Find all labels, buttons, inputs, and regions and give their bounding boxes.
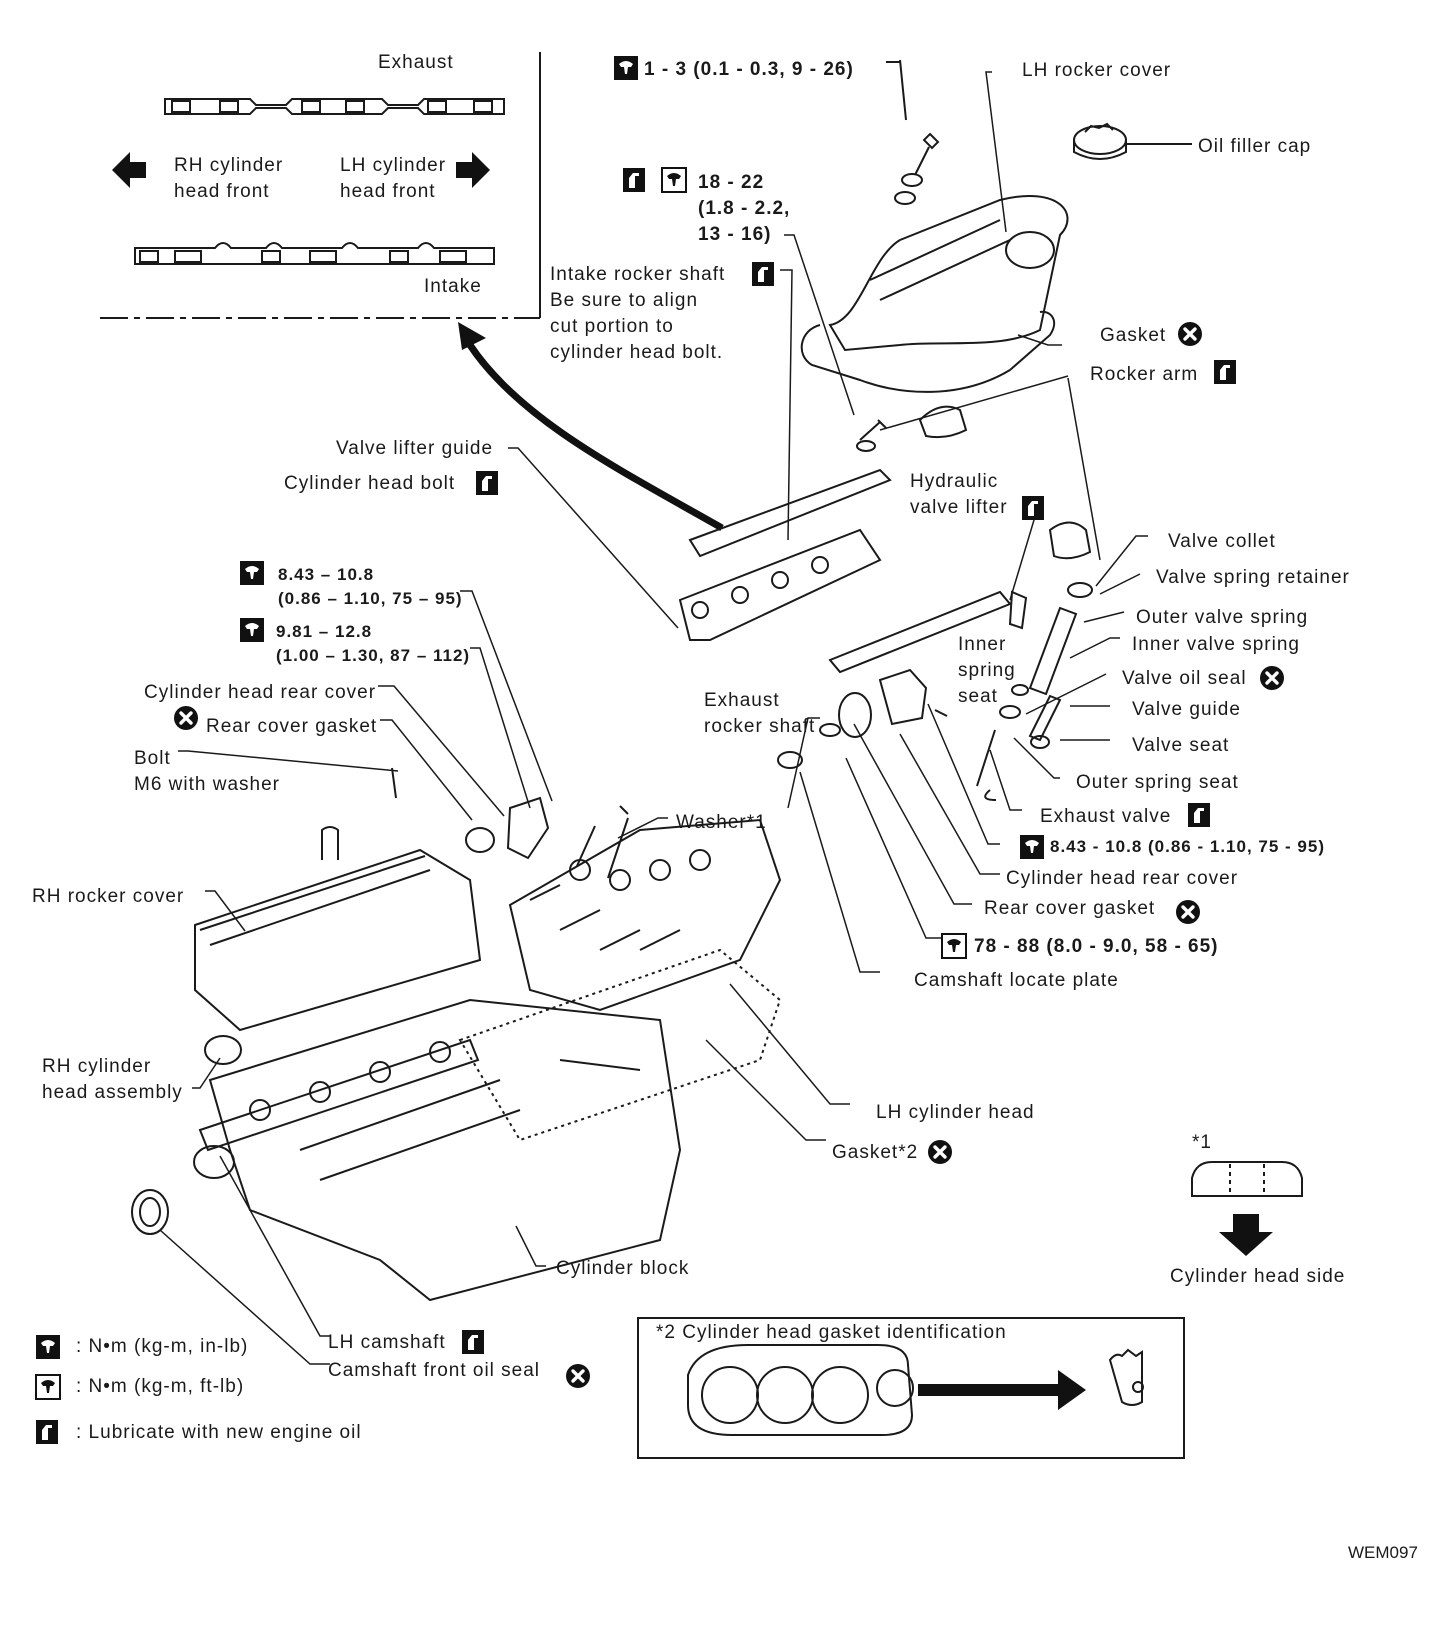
star1-label: *1 [1192,1132,1212,1153]
inner-spring-seat-label-1: Inner [958,634,1007,655]
oil-filler-cap-label: Oil filler cap [1198,136,1312,157]
rh-rear-cover-gasket-label: Rear cover gasket [206,716,378,737]
rh-rocker-cover-label: RH rocker cover [32,886,185,907]
inner-valve-spring-label: Inner valve spring [1132,634,1300,655]
valve-spring-retainer-label: Valve spring retainer [1156,567,1350,588]
lh-camshaft-label: LH camshaft [328,1332,446,1353]
lh-front-label-1: LH cylinder [340,155,447,176]
torque-rocker-shaft-3: 13 - 16) [698,224,772,245]
lh-rear-cover-label: Cylinder head rear cover [1006,868,1239,889]
hydraulic-lifter-label-2: valve lifter [910,497,1008,518]
rh-front-label-1: RH cylinder [174,155,284,176]
torque-rocker-shaft-1: 18 - 22 [698,172,765,193]
valve-seat-label: Valve seat [1132,735,1230,756]
align-note-3: cylinder head bolt. [550,342,724,363]
lh-rear-cover-gasket-label: Rear cover gasket [984,898,1156,919]
lh-front-label-2: head front [340,181,436,202]
torque-lh-rear-cover: 8.43 - 10.8 (0.86 - 1.10, 75 - 95) [1050,837,1325,856]
exhaust-rocker-shaft-label-1: Exhaust [704,690,780,711]
hydraulic-lifter-label-1: Hydraulic [910,471,999,492]
camshaft-front-oil-seal-label: Camshaft front oil seal [328,1360,541,1381]
gasket2-label: Gasket*2 [832,1142,919,1163]
legend-torque-ft-lb: : N•m (kg-m, ft-lb) [76,1376,245,1397]
outer-spring-seat-label: Outer spring seat [1076,772,1239,793]
intake-label: Intake [424,276,482,297]
lh-rocker-cover-label: LH rocker cover [1022,60,1172,81]
align-note-1: Be sure to align [550,290,699,311]
torque-rocker-shaft-2: (1.8 - 2.2, [698,198,791,219]
rh-front-label-2: head front [174,181,270,202]
align-note-2: cut portion to [550,316,674,337]
torque-rear-cover-b-1: 9.81 – 12.8 [276,622,373,641]
cylinder-head-side-label: Cylinder head side [1170,1266,1346,1287]
torque-rear-cover-a-2: (0.86 – 1.10, 75 – 95) [278,589,463,608]
bolt-label-1: Bolt [134,748,171,769]
legend-lubricate: : Lubricate with new engine oil [76,1422,362,1443]
cylinder-head-bolt-label: Cylinder head bolt [284,473,456,494]
valve-oil-seal-label: Valve oil seal [1122,668,1247,689]
outer-valve-spring-label: Outer valve spring [1136,607,1309,628]
inner-spring-seat-label-2: spring [958,660,1016,681]
intake-rocker-shaft-label: Intake rocker shaft [550,264,726,285]
valve-lifter-guide-label: Valve lifter guide [336,438,494,459]
inner-spring-seat-label-3: seat [958,686,998,707]
rocker-arm-label: Rocker arm [1090,364,1199,385]
valve-collet-label: Valve collet [1168,531,1276,552]
torque-camshaft-plate: 78 - 88 (8.0 - 9.0, 58 - 65) [974,936,1219,957]
cylinder-block-label: Cylinder block [556,1258,690,1279]
exhaust-valve-label: Exhaust valve [1040,806,1172,827]
camshaft-locate-plate-label: Camshaft locate plate [914,970,1119,991]
exhaust-label: Exhaust [378,52,454,73]
bolt-label-2: M6 with washer [134,774,280,795]
lh-cylinder-head-label: LH cylinder head [876,1102,1035,1123]
figure-code: WEM097 [1348,1543,1418,1562]
torque-rear-cover-b-2: (1.00 – 1.30, 87 – 112) [276,646,471,665]
valve-guide-label: Valve guide [1132,699,1241,720]
gasket-identification-title: *2 Cylinder head gasket identification [656,1322,1007,1343]
torque-rear-cover-a-1: 8.43 – 10.8 [278,565,375,584]
rh-rear-cover-label: Cylinder head rear cover [144,682,377,703]
gasket-label: Gasket [1100,325,1167,346]
washer-label: Washer*1 [676,812,767,833]
legend-torque-in-lb: : N•m (kg-m, in-lb) [76,1336,249,1357]
torque-rocker-cover-bolt: 1 - 3 (0.1 - 0.3, 9 - 26) [644,59,854,80]
rh-head-assembly-label-1: RH cylinder [42,1056,152,1077]
exhaust-rocker-shaft-label-2: rocker shaft [704,716,816,737]
rh-head-assembly-label-2: head assembly [42,1082,183,1103]
